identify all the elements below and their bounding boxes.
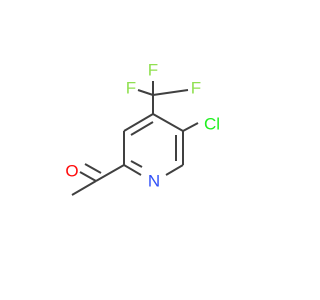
molecule-structure: O N Cl F F F: [65, 61, 220, 196]
bond-ring-c4-c5-inner: [130, 121, 154, 136]
atom-fluorine-right: F: [191, 79, 201, 98]
bond-carbonyl-ring: [95, 164, 125, 182]
atom-nitrogen: N: [148, 172, 160, 191]
atom-chlorine: Cl: [204, 115, 220, 134]
bonds: [71, 81, 199, 196]
bond-carbonyl-oxygen-1: [79, 171, 97, 182]
atom-fluorine-top: F: [148, 61, 158, 80]
bond-ring-c5-c6: [152, 113, 184, 132]
bond-cf3-f-left: [137, 89, 154, 96]
atom-oxygen: O: [65, 162, 78, 181]
bond-ring-cl: [182, 122, 199, 132]
bond-ring-c2-n: [165, 164, 184, 176]
atom-fluorine-left: F: [126, 79, 136, 98]
atom-labels: O N Cl F F F: [65, 61, 220, 191]
bond-cf3-f-right: [152, 89, 189, 96]
bond-carbonyl-oxygen-2: [84, 163, 102, 174]
bond-ring-n-c1-inner: [130, 160, 143, 168]
bond-methyl-carbonyl: [71, 180, 97, 196]
bond-ring-c4-c5: [123, 113, 154, 132]
molecule-canvas: O N Cl F F F: [65, 60, 221, 196]
bond-ring-n-c1: [123, 164, 142, 176]
